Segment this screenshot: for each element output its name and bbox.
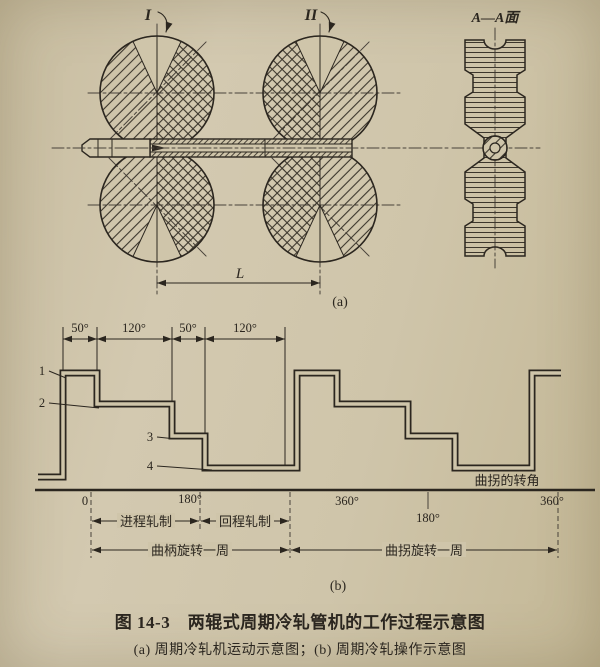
axis-tick-360-first: 360° [335,494,359,508]
guide-lines [90,492,559,558]
waveform-band-inner [38,371,561,479]
axis-tick-180-second: 180° [416,511,440,525]
step-label-1: 1 [39,364,45,378]
phase-return-label: 回程轧制 [219,514,271,529]
stand-label-I: I [144,7,152,24]
rotation-arrow-I-icon [157,11,173,33]
section-view-a-a [451,27,541,269]
figure-caption: 图 14-3 两辊式周期冷轧管机的工作过程示意图 (a) 周期冷轧机运动示意图；… [0,598,600,659]
cycle-crank-label: 曲柄旋转一周 [151,543,229,558]
axis-tick-180-first: 180° [178,492,202,506]
figure-caption-subtitle: (a) 周期冷轧机运动示意图；(b) 周期冷轧操作示意图 [133,643,467,658]
step-leaders [48,370,213,471]
angle-dim-label-3: 120° [233,321,257,335]
roll-pair-II [262,35,378,263]
step-label-4: 4 [147,459,154,473]
waveform [38,369,561,481]
figure-canvas: I II A—A面 L (a) 50° 120° 50° 120° [35,7,595,594]
angle-dim-label-0: 50° [71,321,89,335]
section-label: A—A面 [471,10,522,26]
section-bottom-roll [464,151,526,257]
waveform-band-outer [38,369,561,481]
cycle-throw-label: 曲拐旋转一周 [385,543,463,558]
phase-forward-label: 进程轧制 [120,514,172,529]
step-label-3: 3 [147,430,153,444]
figure-caption-title: 图 14-3 两辊式周期冷轧管机的工作过程示意图 [114,613,486,632]
axis-title: 曲拐的转角 [474,473,539,488]
phase-return-label-bg [216,513,274,528]
section-top-roll [464,39,526,145]
stand-label-II: II [304,7,318,24]
part-b-sublabel: (b) [330,579,347,594]
roll-pair-I [99,35,215,263]
mandrel-tube [51,138,449,158]
phase-forward-label-bg [117,513,175,528]
part-a-roll-diagram: I II A—A面 L (a) [51,7,541,310]
length-label: L [235,266,244,282]
part-b-cycle-diagram: 50° 120° 50° 120° 1 2 3 4 [35,321,595,594]
part-a-sublabel: (a) [332,295,348,310]
step-label-2: 2 [39,396,45,410]
angle-dim-label-2: 50° [179,321,197,335]
axis-tick-360-second: 360° [540,494,564,508]
pipe-bore [489,142,501,154]
cycle-crank-label-bg [148,542,232,557]
rotation-arrow-II-icon [320,11,336,33]
axis-tick-0: 0 [82,494,88,508]
cycle-throw-label-bg [382,542,466,557]
angle-dim-label-1: 120° [122,321,146,335]
